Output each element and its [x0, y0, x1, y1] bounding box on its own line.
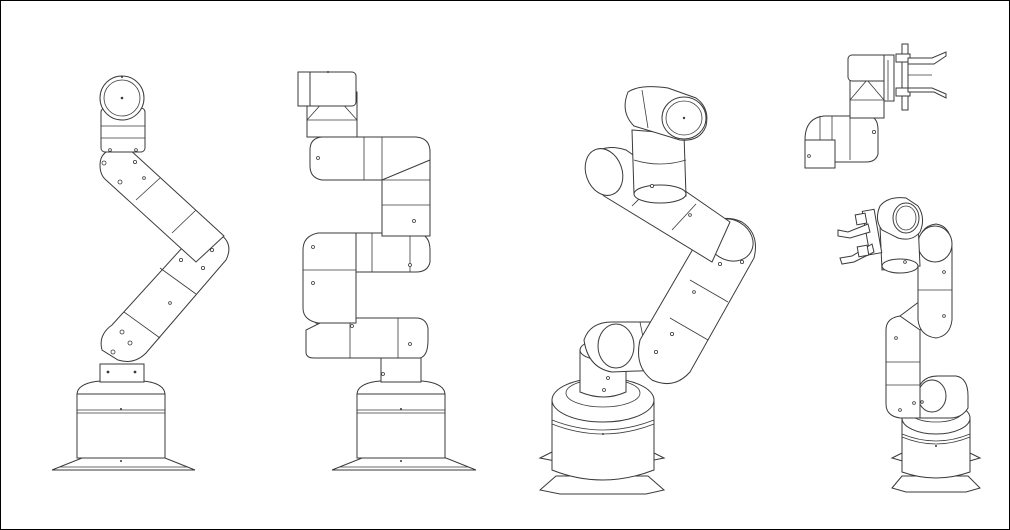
gripper-plate	[901, 43, 909, 111]
side-view	[297, 71, 477, 471]
base-cylinder	[356, 393, 446, 459]
upper-arm-link	[99, 147, 225, 263]
perspective-view	[538, 86, 756, 495]
base-cylinder	[901, 417, 971, 479]
arm-column	[302, 232, 357, 324]
front-view	[51, 75, 230, 471]
gripper-finger	[907, 51, 947, 65]
gripper-detail-view	[804, 43, 947, 169]
base-foot	[538, 475, 666, 495]
gripper-finger	[907, 87, 947, 99]
gripper-finger	[837, 223, 871, 239]
base-foot	[891, 475, 981, 493]
base-cylinder	[551, 399, 655, 481]
lower-arm-link	[885, 315, 921, 419]
gripper-arm-view	[837, 197, 982, 493]
base-cylinder	[76, 393, 166, 459]
